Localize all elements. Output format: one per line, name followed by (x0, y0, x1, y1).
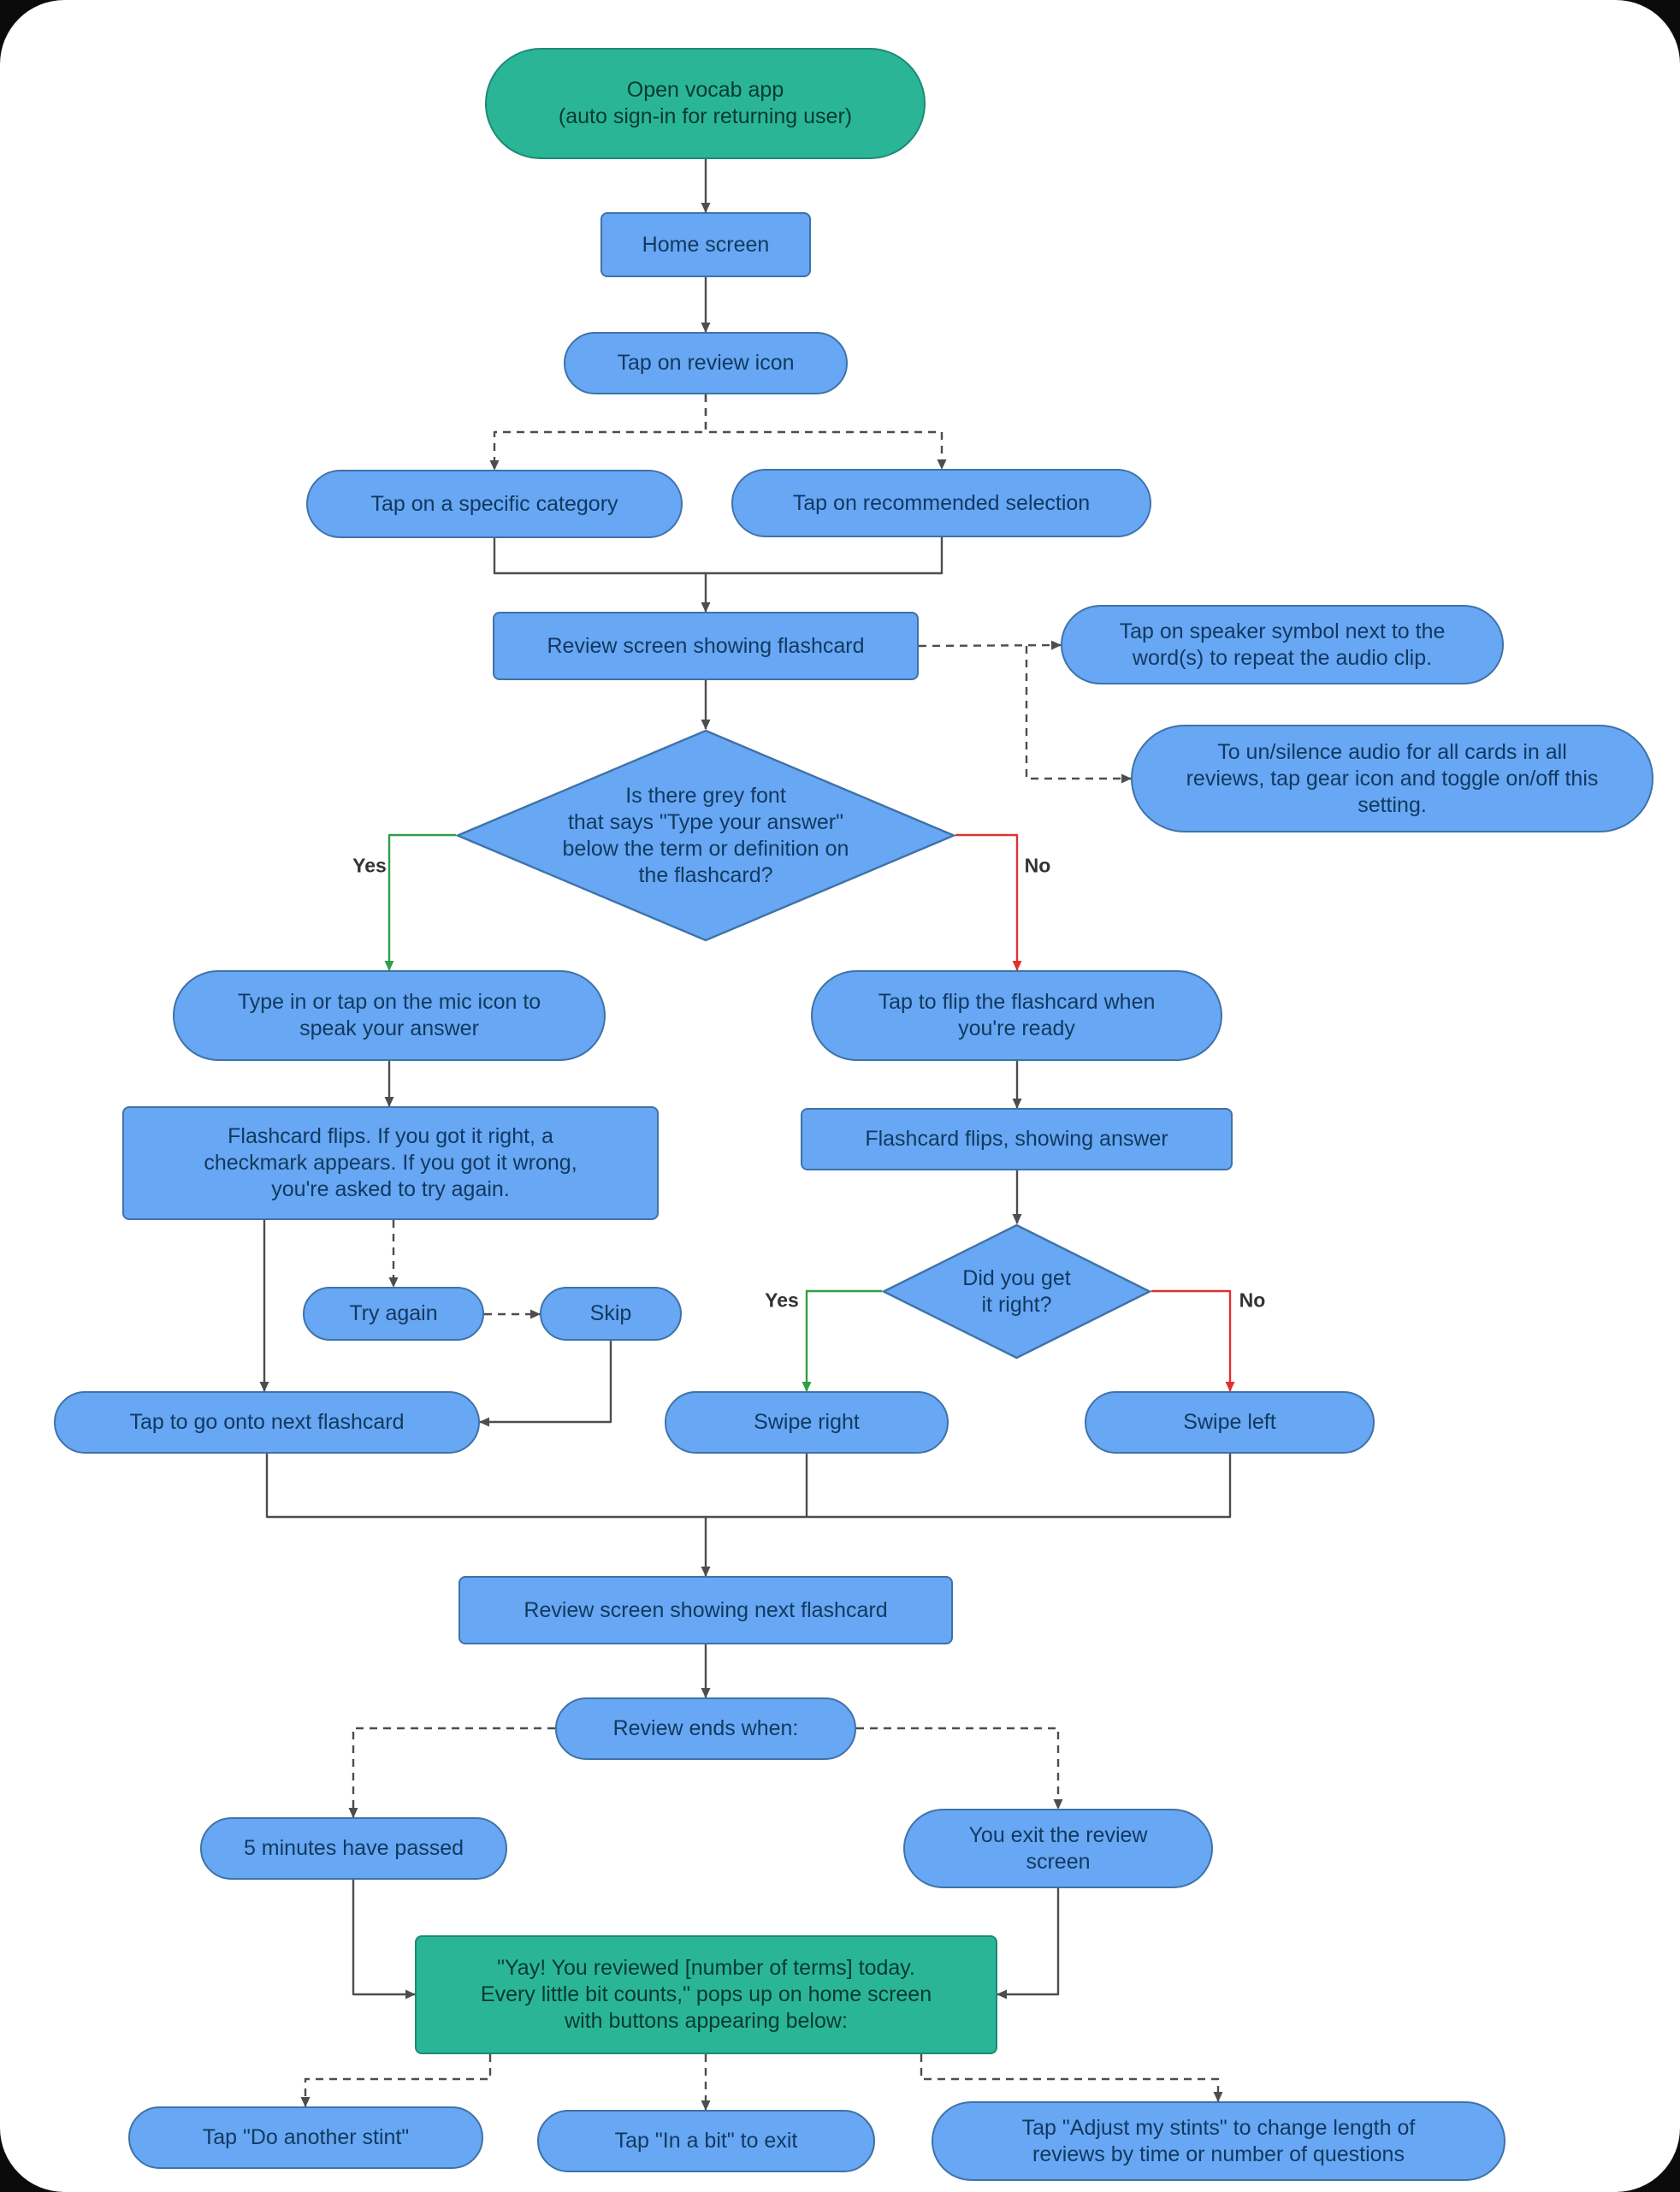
node-unsilence-audio-setting: To un/silence audio for all cards in all… (1131, 725, 1653, 832)
node-label: Tap on recommended selection (792, 490, 1091, 515)
node-label: Swipe left (1183, 1410, 1276, 1434)
edge-18 (479, 1341, 612, 1427)
node-label: Tap on a specific category (370, 491, 618, 516)
node-label: Flashcard flips, showing answer (865, 1127, 1168, 1151)
edge-20 (802, 1289, 882, 1392)
edge-11 (384, 833, 456, 971)
edge-label-grey-font-yes: Yes (352, 854, 387, 877)
edge-33 (920, 2054, 1223, 2102)
node-exit-review-screen: You exit the review screen (903, 1809, 1213, 1888)
diamond-shape (456, 729, 955, 942)
node-label: Skip (589, 1301, 632, 1325)
node-five-minutes-passed: 5 minutes have passed (200, 1817, 507, 1880)
node-tap-speaker-symbol: Tap on speaker symbol next to the word(s… (1061, 605, 1504, 684)
node-flashcard-flips-answer: Flashcard flips, showing answer (801, 1108, 1233, 1170)
node-label: Tap to flip the flashcard when you're re… (878, 990, 1156, 1040)
node-tap-next-flashcard: Tap to go onto next flashcard (54, 1391, 480, 1454)
node-home-screen: Home screen (600, 212, 811, 277)
node-label: You exit the review screen (968, 1822, 1148, 1874)
edge-30 (997, 1888, 1060, 1999)
edge-27 (348, 1727, 555, 1818)
edge-9 (918, 640, 1062, 650)
node-label: Open vocab app (auto sign-in for returni… (558, 78, 853, 128)
edge-5 (493, 538, 707, 575)
node-type-or-mic-answer: Type in or tap on the mic icon to speak … (173, 970, 606, 1061)
node-label: Swipe right (754, 1410, 860, 1434)
node-label: Try again (349, 1301, 438, 1325)
edge-31 (300, 2054, 492, 2107)
node-label: Tap "In a bit" to exit (614, 2129, 798, 2153)
node-skip: Skip (540, 1287, 682, 1341)
node-grey-font-decision: Is there grey font that says "Type your … (456, 729, 955, 942)
node-label: Tap on speaker symbol next to the word(s… (1119, 619, 1446, 670)
node-label: Review screen showing next flashcard (524, 1597, 888, 1622)
node-tap-in-a-bit-exit: Tap "In a bit" to exit (537, 2110, 875, 2172)
node-label: Did you get it right? (962, 1265, 1071, 1317)
node-tap-specific-category: Tap on a specific category (306, 470, 683, 538)
node-label: Tap "Adjust my stints" to change length … (1021, 2115, 1416, 2166)
edge-10 (1025, 646, 1132, 784)
node-yay-popup: "Yay! You reviewed [number of terms] tod… (415, 1935, 997, 2054)
edge-label-got-it-right-yes: Yes (765, 1289, 799, 1312)
node-try-again: Try again (303, 1287, 484, 1341)
node-tap-review-icon: Tap on review icon (564, 332, 848, 394)
node-review-screen-flashcard: Review screen showing flashcard (493, 612, 919, 680)
node-label: Tap to go onto next flashcard (129, 1410, 405, 1434)
node-swipe-right: Swipe right (665, 1391, 949, 1454)
node-swipe-left: Swipe left (1085, 1391, 1375, 1454)
node-label: "Yay! You reviewed [number of terms] tod… (480, 1956, 932, 2033)
node-label: Review screen showing flashcard (547, 633, 865, 658)
node-tap-do-another-stint: Tap "Do another stint" (128, 2106, 483, 2169)
node-tap-to-flip-flashcard: Tap to flip the flashcard when you're re… (811, 970, 1222, 1061)
edge-4 (704, 394, 947, 470)
node-review-ends-when: Review ends when: (555, 1697, 856, 1760)
edge-label-grey-font-no: No (1024, 854, 1051, 877)
node-flashcard-flips-checkmark: Flashcard flips. If you got it right, a … (122, 1106, 659, 1220)
node-label: 5 minutes have passed (243, 1836, 464, 1860)
edge-29 (352, 1880, 416, 1999)
node-tap-recommended-selection: Tap on recommended selection (731, 469, 1151, 537)
node-did-you-get-it-right-decision: Did you get it right? (882, 1223, 1151, 1360)
edge-label-got-it-right-no: No (1239, 1289, 1266, 1312)
diamond-shape (882, 1223, 1151, 1360)
edge-3 (489, 394, 707, 471)
node-label: Is there grey font that says "Type your … (562, 783, 849, 887)
node-label: Tap "Do another stint" (202, 2125, 410, 2149)
node-review-screen-next-flashcard: Review screen showing next flashcard (458, 1576, 953, 1644)
node-label: Type in or tap on the mic icon to speak … (237, 990, 541, 1040)
edge-28 (856, 1727, 1063, 1810)
node-label: Home screen (642, 232, 770, 257)
node-label: Tap on review icon (617, 351, 795, 375)
edge-6 (705, 537, 944, 575)
edge-21 (1151, 1289, 1235, 1392)
edge-12 (955, 833, 1022, 971)
edge-24 (706, 1454, 1232, 1519)
node-start-open-vocab-app: Open vocab app (auto sign-in for returni… (485, 48, 926, 159)
node-tap-adjust-my-stints: Tap "Adjust my stints" to change length … (932, 2101, 1505, 2181)
node-label: Review ends when: (612, 1716, 799, 1740)
edge-22 (265, 1454, 706, 1519)
node-label: To un/silence audio for all cards in all… (1186, 739, 1599, 817)
node-label: Flashcard flips. If you got it right, a … (204, 1124, 577, 1201)
